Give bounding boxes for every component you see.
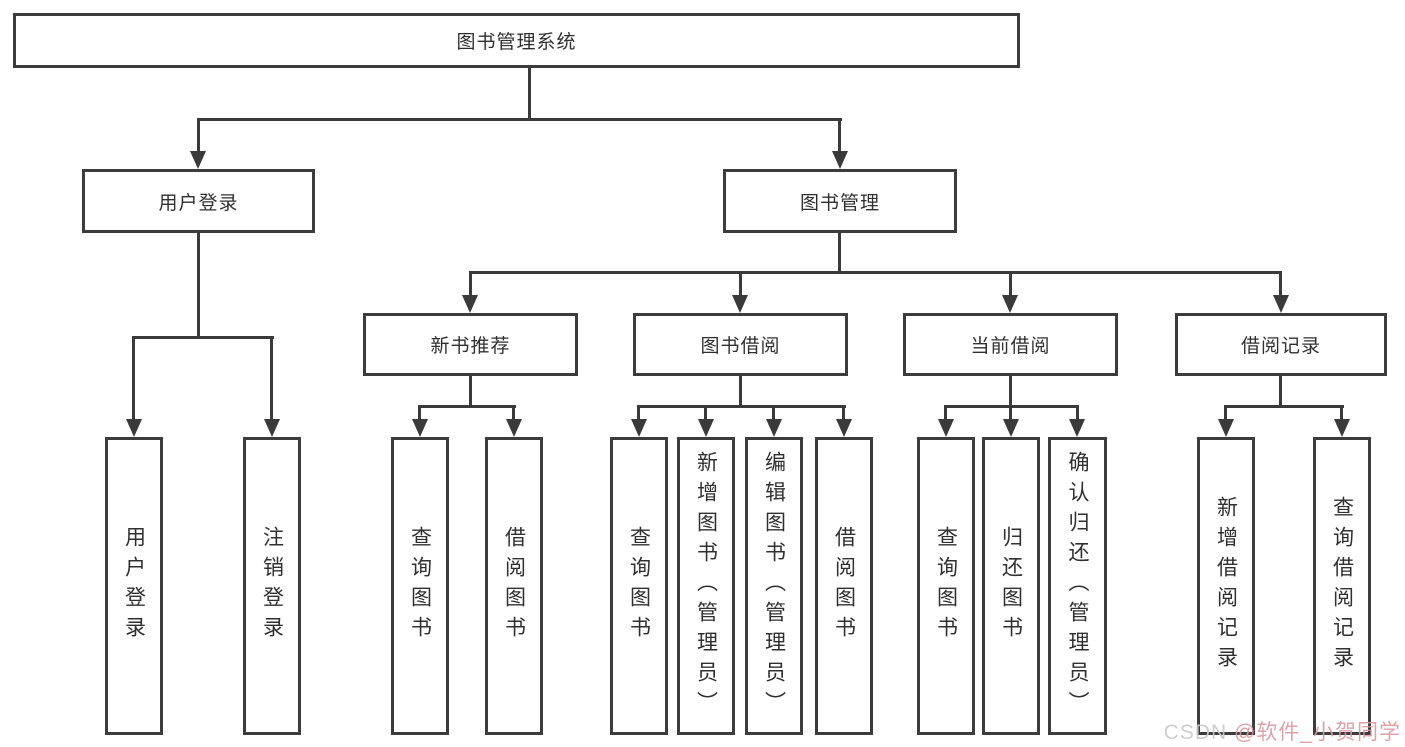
leaf-query-borrow-record: 查询借阅记录 [1313,437,1371,735]
connector-line [197,118,842,121]
node-label: 当前借阅 [970,336,1051,357]
arrow-down-icon [1218,419,1234,437]
connector-line [270,336,273,421]
arrow-down-icon [938,419,954,437]
arrow-down-icon [836,419,852,437]
leaf-return-books: 归还图书 [982,437,1040,735]
connector-line [1279,271,1282,297]
connector-line [772,405,775,421]
node-book-borrowing: 图书借阅 [633,313,848,376]
node-label: 图书借阅 [700,336,781,357]
connector-line [418,405,421,421]
leaf-borrow-books-recommend: 借阅图书 [485,437,543,735]
arrow-down-icon [190,151,206,169]
connector-line [1009,405,1012,421]
leaf-query-books-borrow: 查询图书 [610,437,668,735]
connector-line [1076,405,1079,421]
watermark-prefix: CSDN [1163,721,1234,744]
arrow-down-icon [732,295,748,313]
connector-line [1279,376,1282,408]
leaf-query-books-recommend: 查询图书 [391,437,449,735]
leaf-label: 归还图书 [999,526,1023,646]
leaf-label: 查询借阅记录 [1330,496,1354,676]
connector-line [704,405,707,421]
leaf-label: 注销登录 [260,526,284,646]
connector-line [469,271,472,297]
leaf-label: 查询图书 [627,526,651,646]
connector-line [132,336,274,339]
node-user-login: 用户登录 [82,169,315,233]
leaf-add-borrow-record: 新增借阅记录 [1197,437,1255,735]
connector-line [1340,405,1343,421]
arrow-down-icon [264,419,280,437]
node-library-management-system: 图书管理系统 [13,13,1020,68]
connector-line [197,233,200,339]
arrow-down-icon [1002,295,1018,313]
node-label: 图书管理 [799,192,880,214]
connector-line [842,405,845,421]
leaf-label: 借阅图书 [502,526,526,646]
arrow-down-icon [1334,419,1350,437]
leaf-label: 用户登录 [122,526,146,646]
arrow-down-icon [1273,295,1289,313]
connector-line [1224,405,1227,421]
arrow-down-icon [412,419,428,437]
node-label: 用户登录 [158,192,239,214]
connector-line [512,405,515,421]
csdn-watermark: CSDN @软件_小贺同学 [1164,716,1401,746]
leaf-label: 编辑图书（管理员） [762,451,786,721]
connector-line [469,376,472,408]
arrow-down-icon [631,419,647,437]
leaf-label: 确认归还（管理员） [1066,451,1089,721]
arrow-down-icon [462,295,478,313]
connector-line [1224,405,1344,408]
leaf-logout: 注销登录 [243,437,301,735]
node-book-management: 图书管理 [723,169,957,233]
node-label: 图书管理系统 [456,32,577,53]
node-new-book-recommend: 新书推荐 [363,313,578,376]
arrow-down-icon [1003,419,1019,437]
connector-line [739,271,742,297]
connector-line [637,405,640,421]
connector-line [469,271,1282,274]
connector-line [637,405,846,408]
arrow-down-icon [766,419,782,437]
connector-line [418,405,516,408]
leaf-user-login: 用户登录 [105,437,163,735]
leaf-label: 借阅图书 [832,526,856,646]
node-current-borrowing: 当前借阅 [903,313,1118,376]
node-label: 新书推荐 [430,336,511,357]
leaf-confirm-return-admin: 确认归还（管理员） [1048,437,1107,735]
arrow-down-icon [1069,419,1085,437]
arrow-down-icon [126,419,142,437]
leaf-add-books-admin: 新增图书（管理员） [677,437,735,735]
node-borrowing-records: 借阅记录 [1175,313,1387,376]
leaf-label: 新增借阅记录 [1214,496,1238,676]
arrow-down-icon [506,419,522,437]
connector-line [1009,271,1012,297]
leaf-label: 新增图书（管理员） [694,451,718,721]
connector-line [132,336,135,421]
leaf-label: 查询图书 [934,526,958,646]
node-label: 借阅记录 [1240,336,1321,357]
watermark-handle: @软件_小贺同学 [1234,721,1401,744]
connector-line [944,405,947,421]
leaf-query-books-current: 查询图书 [917,437,975,735]
arrow-down-icon [698,419,714,437]
connector-line [1009,376,1012,408]
leaf-edit-books-admin: 编辑图书（管理员） [745,437,803,735]
leaf-borrow-books: 借阅图书 [815,437,873,735]
connector-line [197,118,200,153]
connector-line [838,233,841,274]
arrow-down-icon [832,151,848,169]
connector-line [739,376,742,408]
leaf-label: 查询图书 [408,526,432,646]
connector-line [838,118,841,153]
connector-line [528,68,531,121]
